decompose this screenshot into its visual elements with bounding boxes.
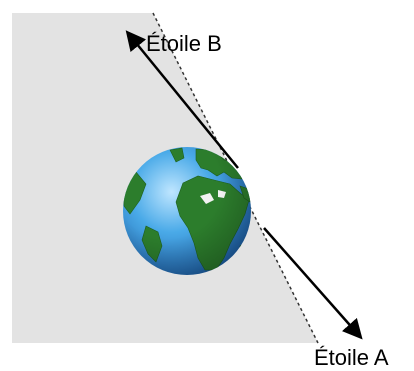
label-star-a: Étoile A: [314, 345, 389, 370]
label-star-b: Étoile B: [146, 31, 222, 56]
terminator-line: [152, 12, 319, 344]
earth-globe-icon: [123, 147, 251, 275]
arrow-to-star-a: [263, 227, 363, 340]
arrow-to-star-b: [125, 30, 239, 169]
